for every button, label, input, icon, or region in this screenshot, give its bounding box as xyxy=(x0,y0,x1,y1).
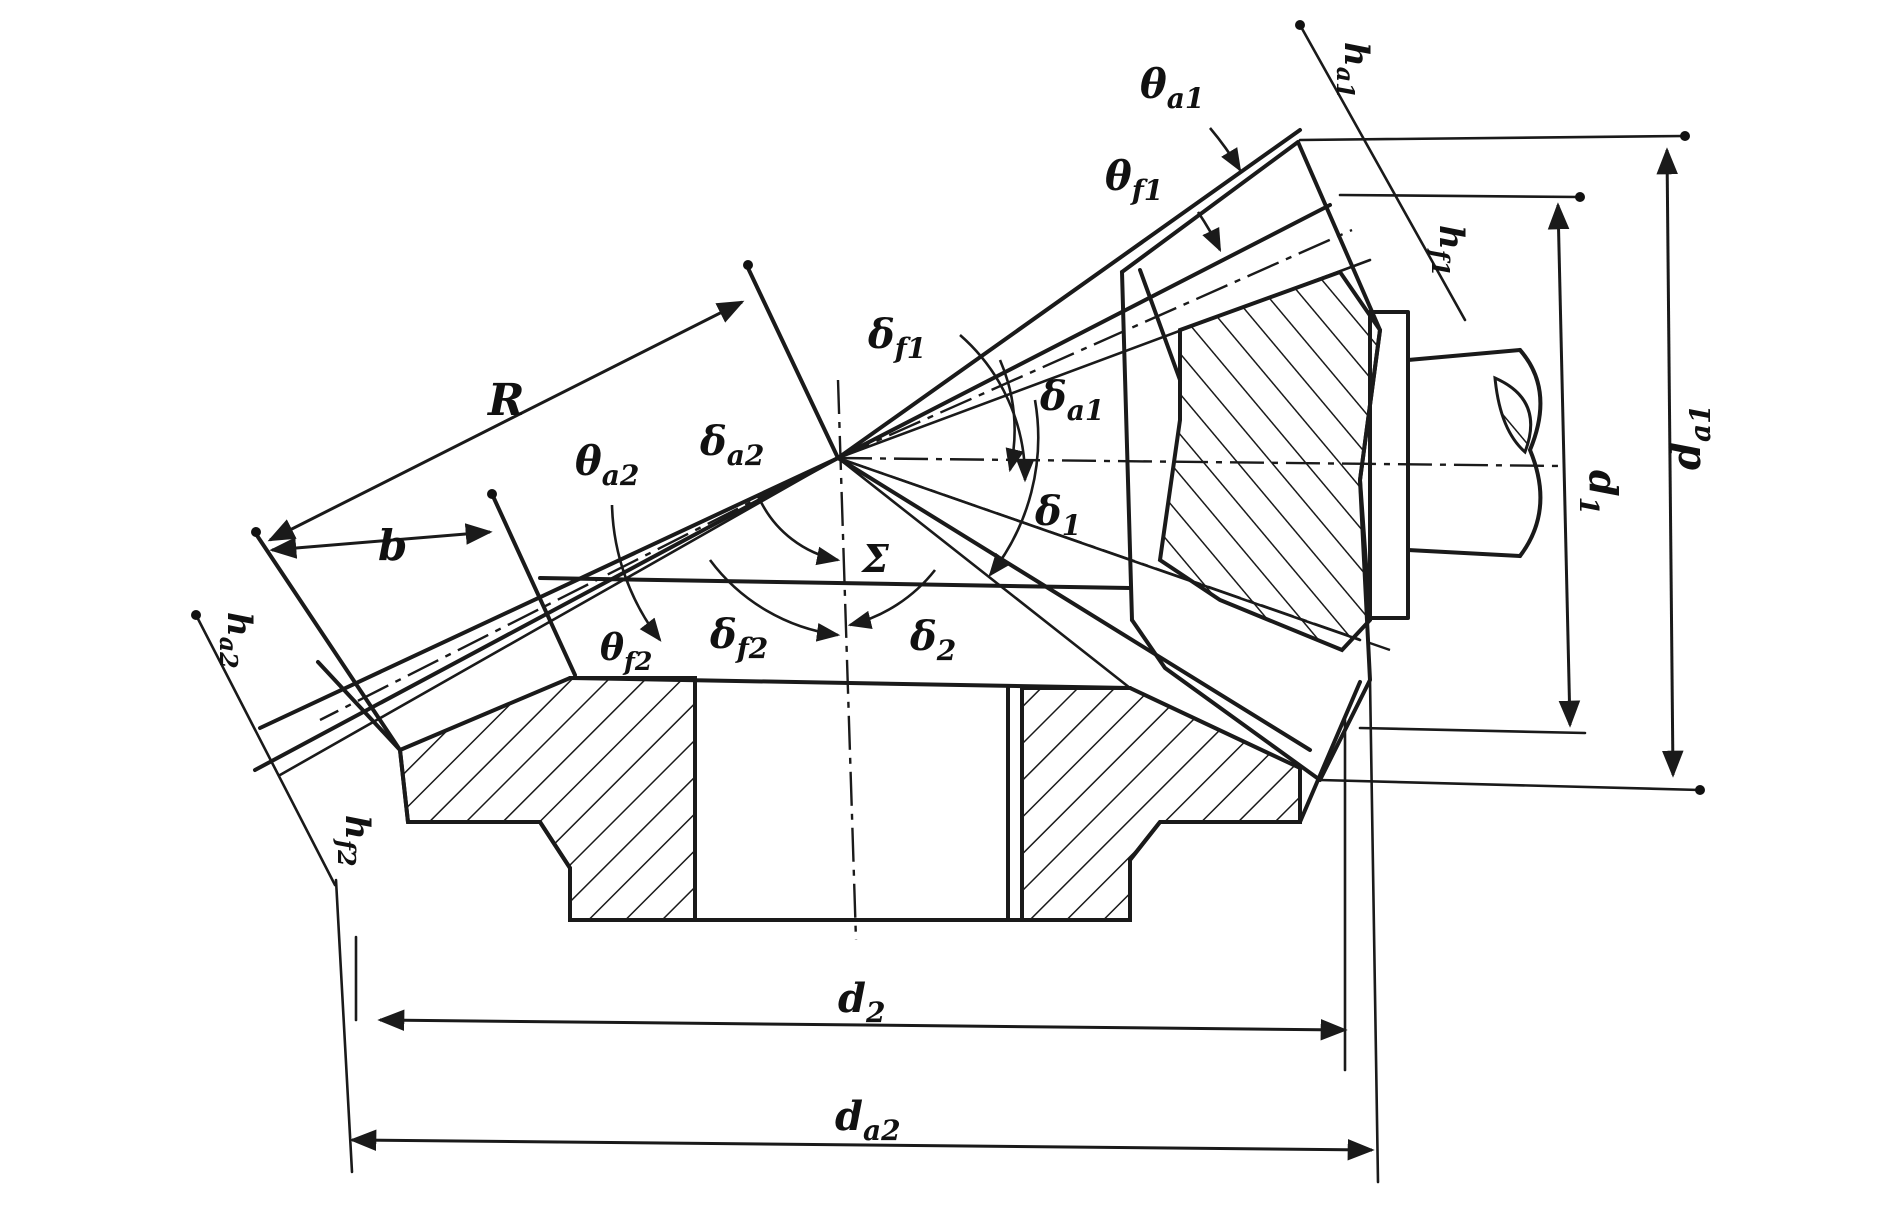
label-deltaa1: δa1 xyxy=(1039,373,1104,427)
label-sigma: Σ xyxy=(860,536,890,581)
dim-b xyxy=(269,523,493,559)
label-delta1: δ1 xyxy=(1034,488,1081,542)
label-deltaf1: δf1 xyxy=(867,311,926,365)
dim-d2 xyxy=(377,1009,1348,1041)
ext-da1-top xyxy=(1298,134,1687,142)
gear2-right-section xyxy=(1020,686,1302,922)
label-hf2-group: hf2 xyxy=(332,815,377,867)
gear2-top-face xyxy=(568,676,1132,690)
gear1-axis xyxy=(837,456,1561,468)
label-hf1-group: hf1 xyxy=(1426,225,1471,277)
label-deltaf2: δf2 xyxy=(709,611,768,665)
label-da2: da2 xyxy=(835,1093,901,1147)
dim-R xyxy=(267,300,745,542)
shaft-section-hatch xyxy=(1493,375,1533,455)
gear2-axis xyxy=(836,379,858,941)
label-delta2: δ2 xyxy=(909,613,956,667)
label-da1-group: da1 xyxy=(1663,404,1717,470)
endpoint-dots xyxy=(191,20,1705,795)
gear1-chamfer xyxy=(1138,268,1182,382)
r-extension xyxy=(746,266,840,460)
gear2-left-section xyxy=(397,676,697,922)
gear1-section xyxy=(1157,269,1383,653)
shaft xyxy=(1406,348,1522,558)
ext-da1-bottom xyxy=(1318,778,1702,792)
label-ha1: ha1 xyxy=(1331,42,1376,99)
label-d1-group: d1 xyxy=(1573,470,1626,515)
gear1-outline xyxy=(1120,140,1382,782)
dim-da1 xyxy=(1656,147,1684,778)
label-thetaa2: θa2 xyxy=(575,438,639,492)
label-thetaa1: θa1 xyxy=(1140,61,1204,115)
label-ha2-group: ha2 xyxy=(214,612,259,669)
gear2-back-cone xyxy=(254,532,402,752)
label-hf2: hf2 xyxy=(332,815,377,867)
gear2-mounting-line xyxy=(538,576,1132,590)
label-d1: d1 xyxy=(1573,470,1626,515)
label-b: b xyxy=(378,521,407,570)
shaft-end xyxy=(1518,348,1543,558)
gear2-outline xyxy=(316,660,1362,922)
label-R: R xyxy=(486,375,525,426)
label-deltaa2: δa2 xyxy=(699,418,764,472)
tick-line-top xyxy=(1298,23,1467,322)
dim-d1 xyxy=(1547,202,1581,728)
label-hf1: hf1 xyxy=(1426,225,1471,277)
ext-da2-right xyxy=(1368,678,1380,1184)
label-thetaf2: θf2 xyxy=(600,627,652,676)
ext-d1-top xyxy=(1338,193,1582,199)
angle-arcs xyxy=(610,127,1242,642)
label-thetaf1: θf1 xyxy=(1105,153,1163,207)
label-ha1-group: ha1 xyxy=(1331,42,1376,99)
tick-line-bottom xyxy=(194,613,337,887)
label-da1: da1 xyxy=(1663,404,1717,470)
ext-d1-bottom xyxy=(1358,726,1587,735)
label-d2: d2 xyxy=(838,975,885,1029)
dim-da2 xyxy=(349,1129,1375,1161)
ext-da2-left xyxy=(334,878,354,1174)
label-ha2: ha2 xyxy=(214,612,259,669)
cone-lines xyxy=(253,128,1391,777)
gear1-back-face xyxy=(1120,270,1134,622)
